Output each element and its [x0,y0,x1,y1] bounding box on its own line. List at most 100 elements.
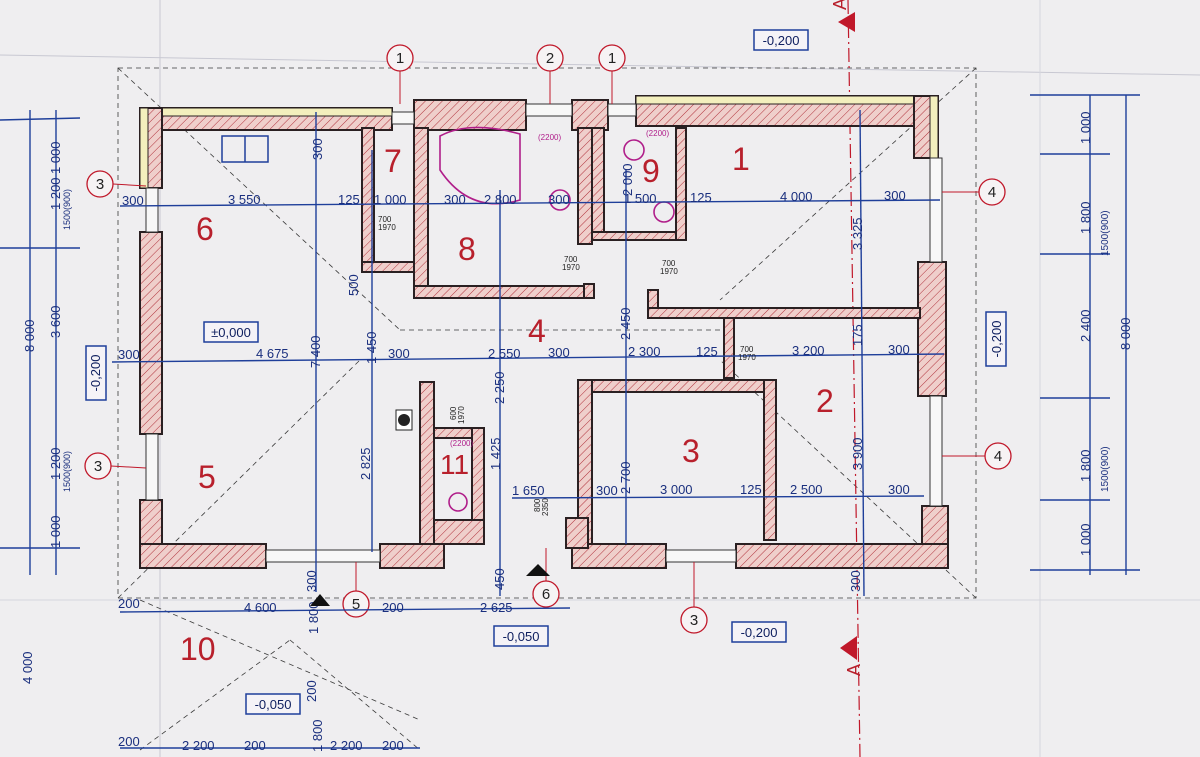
svg-text:±0,000: ±0,000 [211,325,251,340]
toilet2-fixture [653,201,675,223]
svg-text:800: 800 [533,498,542,512]
svg-text:4 600: 4 600 [244,600,277,615]
svg-text:6: 6 [542,586,550,603]
svg-text:3: 3 [690,612,698,629]
svg-text:500: 500 [346,274,361,296]
left-dims: 1 000 1 200 1500(900) 3 600 8 000 1 200 … [20,141,72,684]
svg-text:(2200): (2200) [450,439,473,448]
svg-text:4 000: 4 000 [20,651,35,684]
svg-text:1 500: 1 500 [624,191,657,206]
svg-text:125: 125 [338,192,360,207]
svg-text:4 675: 4 675 [256,346,289,361]
svg-text:2 300: 2 300 [628,344,661,359]
svg-text:125: 125 [690,190,712,205]
svg-text:300: 300 [548,345,570,360]
level-main: ±0,000 [203,321,259,343]
svg-text:3: 3 [96,176,104,193]
svg-text:200: 200 [382,600,404,615]
svg-text:200: 200 [244,738,266,753]
svg-text:7 400: 7 400 [308,335,323,368]
svg-text:1970: 1970 [378,223,396,232]
svg-text:1 000: 1 000 [48,141,63,174]
svg-text:4: 4 [988,184,996,201]
tag-4-right-top: 4 [978,178,1006,206]
tag-3-left-top: 3 [86,170,114,198]
svg-text:1 200: 1 200 [48,177,63,210]
level-bottom-mid: -0,050 [493,625,549,647]
svg-text:1 000: 1 000 [1078,523,1093,556]
svg-text:300: 300 [304,570,319,592]
svg-text:2350: 2350 [541,498,550,516]
svg-text:1 450: 1 450 [364,331,379,364]
bottom2-dims: 200 2 200 200 2 200 200 [118,734,404,753]
svg-text:450: 450 [492,568,507,590]
svg-text:700: 700 [564,255,578,264]
svg-text:300: 300 [548,192,570,207]
section-label-bottom: A [844,664,864,676]
top-dims: 300 3 550 125 1 000 300 2 800 300 1 500 … [122,188,906,208]
svg-text:2 700: 2 700 [618,461,633,494]
svg-text:1500(900): 1500(900) [1100,210,1111,256]
tag-4-right-bottom: 4 [984,442,1012,470]
svg-text:2 550: 2 550 [488,346,521,361]
room-10: 10 [180,631,216,667]
svg-text:600: 600 [449,406,458,420]
svg-text:2 200: 2 200 [182,738,215,753]
room-7: 7 [384,143,402,179]
room-6: 6 [196,211,214,247]
tag-6: 6 [532,580,560,608]
svg-text:3: 3 [94,458,102,475]
room-11: 11 [440,449,469,480]
svg-text:300: 300 [122,193,144,208]
dimension-lines [0,94,1140,749]
fixture-labels: (2200) (2200) (2200) [450,129,669,448]
windows [145,103,943,563]
svg-text:4: 4 [994,448,1002,465]
svg-text:1 200: 1 200 [48,447,63,480]
svg-text:1 425: 1 425 [488,437,503,470]
level-terrace: -0,050 [245,693,301,715]
toilet3-fixture [448,492,468,512]
bottom-dims: 200 4 600 200 2 625 [118,596,513,615]
svg-text:1970: 1970 [562,263,580,272]
svg-text:200: 200 [118,734,140,749]
room-numbers: 1 2 3 4 5 6 7 8 9 10 11 [180,141,834,667]
washbasin-fixture [623,139,645,161]
svg-text:2 500: 2 500 [790,482,823,497]
svg-text:300: 300 [888,342,910,357]
svg-text:-0,200: -0,200 [741,625,778,640]
svg-text:200: 200 [118,596,140,611]
svg-text:1 800: 1 800 [310,719,325,752]
svg-text:300: 300 [888,482,910,497]
svg-text:2: 2 [546,50,554,67]
svg-text:-0,200: -0,200 [763,33,800,48]
svg-text:700: 700 [662,259,676,268]
svg-text:-0,050: -0,050 [503,629,540,644]
svg-text:300: 300 [118,347,140,362]
svg-text:300: 300 [596,483,618,498]
level-left: -0,200 [85,345,107,401]
svg-text:3 550: 3 550 [228,192,261,207]
svg-text:175: 175 [850,324,865,346]
svg-text:700: 700 [740,345,754,354]
svg-text:125: 125 [740,482,762,497]
room-3: 3 [682,433,700,469]
level-top: -0,200 [753,29,809,51]
tag-3-left-bottom: 3 [84,452,112,480]
svg-text:-0,050: -0,050 [255,697,292,712]
level-right: -0,200 [985,311,1007,367]
svg-text:300: 300 [310,138,325,160]
mid-dims: 300 4 675 300 2 550 300 2 300 125 3 200 … [118,342,910,362]
svg-text:3 200: 3 200 [792,343,825,358]
svg-text:2 250: 2 250 [492,371,507,404]
svg-text:1970: 1970 [738,353,756,362]
svg-text:1970: 1970 [660,267,678,276]
svg-text:2 800: 2 800 [484,192,517,207]
svg-text:(2200): (2200) [646,129,669,138]
room-5: 5 [198,459,216,495]
vertical-dims: 7 400 1 450 2 825 500 2 250 1 425 2 450 … [304,138,865,752]
walls [139,95,949,569]
toilet-fixture [549,189,571,211]
svg-text:125: 125 [696,344,718,359]
svg-text:1 800: 1 800 [1078,449,1093,482]
